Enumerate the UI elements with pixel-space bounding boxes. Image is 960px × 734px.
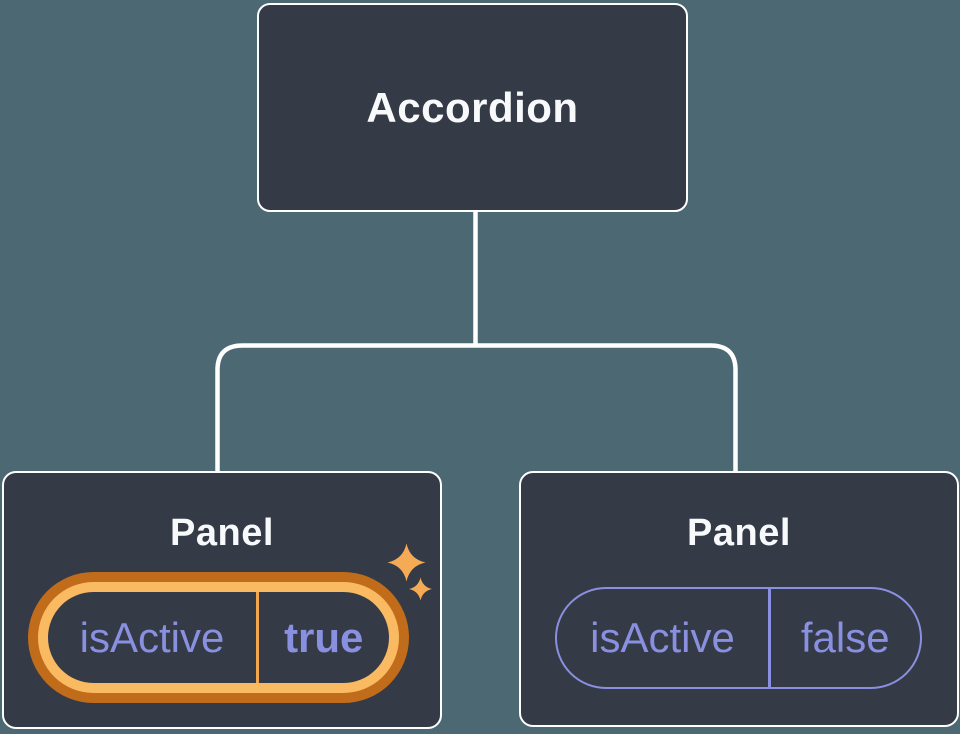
pill-divider <box>256 592 259 683</box>
state-value: false <box>800 614 890 661</box>
accordion-node-label: Accordion <box>366 83 579 131</box>
pill-divider <box>768 589 771 687</box>
state-pill-active-glow-ring: isActive true <box>28 572 409 703</box>
state-pill-inactive: isActive false <box>555 587 922 689</box>
panel-label: Panel <box>170 512 274 554</box>
panel-node-active: Panel isActive true <box>2 471 442 729</box>
state-key: isActive <box>79 613 225 661</box>
accordion-node: Accordion <box>257 3 688 212</box>
panel-label: Panel <box>687 512 791 554</box>
state-key: isActive <box>590 614 735 661</box>
state-pill-active-inner-ring: isActive true <box>38 582 399 693</box>
panel-node-inactive: Panel isActive false <box>519 471 959 727</box>
state-pill-active: isActive true <box>48 592 389 683</box>
state-value: true <box>284 613 364 661</box>
